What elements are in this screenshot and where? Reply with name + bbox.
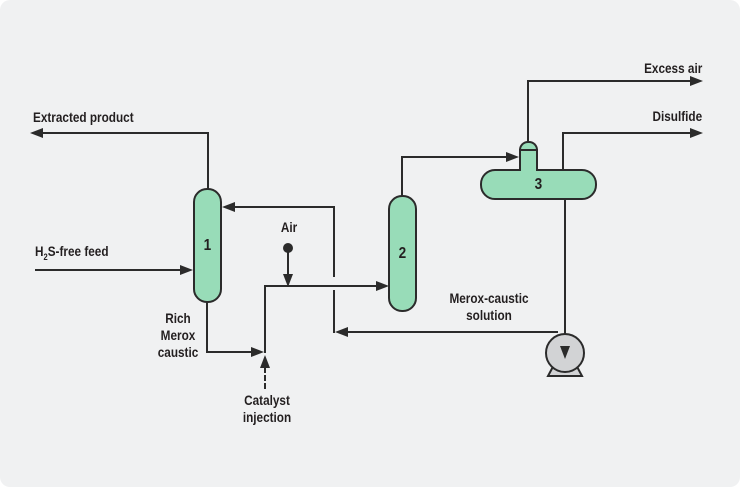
line-feed [35,269,181,271]
line-caustic-riser-upper [333,206,335,277]
vessel-3-number: 3 [534,175,543,193]
label-air: Air [280,219,298,235]
label-h2s-free-feed: H2S-free feed [35,243,109,262]
vessel-1-number: 1 [203,236,212,254]
line-caustic-to-vessel1 [234,206,334,208]
vessel-2-number: 2 [398,244,407,262]
arrowhead-into-vessel2-icon [376,281,389,291]
line-mix-riser [264,285,266,353]
arrowhead-extracted-product-icon [30,128,43,138]
label-feed-h: H [35,243,44,259]
vessel-3: 3 [480,169,597,200]
label-extracted-product: Extracted product [33,109,134,125]
arrowhead-air-icon [283,274,293,287]
line-rich-caustic [206,351,252,353]
vessel-3-nozzle-chord-line [519,149,538,151]
line-excess-air-horizontal [527,80,691,82]
vessel-1: 1 [193,188,222,303]
line-disulfide-horizontal [562,132,691,134]
line-extracted-product-vertical [207,132,209,189]
line-to-vessel2 [264,285,377,287]
line-disulfide-vertical [562,132,564,171]
label-merox-caustic-solution: Merox-caustic solution [449,290,529,323]
line-pump-return [348,331,558,333]
vessel-2: 2 [388,195,417,312]
arrowhead-into-vessel1-icon [222,202,235,212]
line-extracted-product-horizontal [42,132,208,134]
line-vessel3-to-pump [564,199,566,348]
arrowhead-disulfide-icon [690,128,703,138]
arrowhead-rich-caustic-icon [251,347,264,357]
arrowhead-into-pump-icon [560,346,570,359]
line-vessel2-to-vessel3 [401,156,507,158]
line-catalyst-dashed [264,367,266,389]
label-catalyst-injection: Catalyst injection [242,392,292,425]
line-excess-air-vertical [527,80,529,143]
line-caustic-riser-lower [333,290,335,333]
air-inlet-dot [283,243,293,253]
label-rich-merox-caustic: Rich Merox caustic [157,310,199,360]
arrowhead-pump-return-icon [335,327,348,337]
arrowhead-catalyst-icon [260,355,270,368]
arrowhead-excess-air-icon [690,76,703,86]
line-air-inlet [287,252,289,276]
label-feed-rest: S-free feed [47,243,109,259]
label-feed-subscript: 2 [43,251,48,262]
label-disulfide: Disulfide [652,108,702,124]
line-vessel2-top-vertical [401,156,403,197]
arrowhead-into-vessel3-icon [506,152,519,162]
vessel-3-nozzle-dome [519,141,538,171]
arrowhead-feed-icon [180,265,193,275]
line-vessel1-bottom [206,302,208,352]
label-excess-air: Excess air [643,60,702,76]
